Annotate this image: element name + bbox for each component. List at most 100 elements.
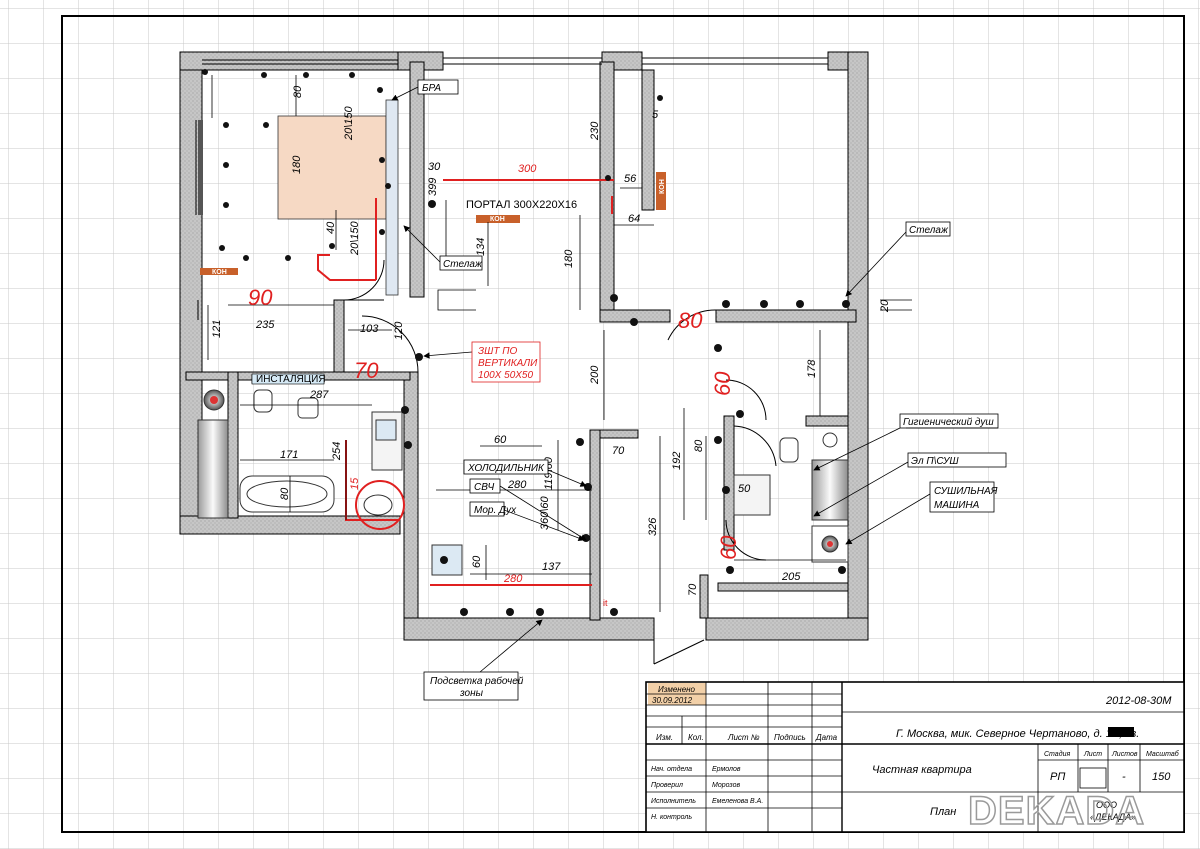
dim-text: 192 bbox=[671, 452, 683, 470]
toilet-right bbox=[779, 437, 799, 463]
tb-changed-date: 30.09.2012 bbox=[652, 696, 693, 705]
door-swings bbox=[197, 259, 777, 665]
dim-text: 178 bbox=[806, 359, 818, 378]
callout-instal: ИНСТАЛЯЦИЯ bbox=[256, 374, 326, 385]
dim-text: 230 bbox=[589, 121, 601, 141]
dim-text: 20 bbox=[879, 299, 891, 313]
dim-text: 137 bbox=[542, 561, 561, 573]
dim-text: 15 bbox=[349, 477, 361, 490]
dim-text: 200 bbox=[589, 365, 601, 385]
callout-portal: ПОРТАЛ 300X220X16 bbox=[466, 199, 577, 211]
callout-shtr-1: ЗШТ ПО bbox=[478, 346, 517, 357]
bathtub bbox=[239, 475, 335, 513]
dim-text: 287 bbox=[309, 389, 329, 401]
tb-h-izm: Изм. bbox=[656, 733, 673, 742]
dim-text: 70 bbox=[687, 583, 699, 596]
shtr-callout-box bbox=[471, 341, 541, 383]
dim-text: 80 bbox=[279, 487, 291, 500]
callout-elpsush: Эл П\СУШ bbox=[911, 456, 959, 467]
tb-name-1: Ермолов bbox=[712, 766, 741, 773]
kon-tag: КОН bbox=[212, 269, 227, 276]
dim-text: 205 bbox=[781, 571, 801, 583]
dim-text: 20\150 bbox=[343, 105, 355, 141]
callout-hyg: Гигиенический душ bbox=[903, 417, 994, 428]
tb-h-listov: Листов bbox=[1111, 751, 1138, 758]
leader-lines bbox=[391, 86, 931, 673]
dim-text: 180 bbox=[291, 155, 303, 174]
callout-podsvet-2: зоны bbox=[459, 688, 484, 699]
dim-text: 121 bbox=[211, 320, 223, 338]
dim-text: 80 bbox=[693, 439, 705, 452]
callout-mor: Мор. Дух bbox=[474, 505, 517, 516]
living-radiator-kon bbox=[476, 215, 520, 223]
tb-role-2: Проверил bbox=[651, 782, 683, 789]
dim-text: 399 bbox=[427, 178, 439, 196]
dim-text: 64 bbox=[628, 213, 640, 225]
tb-name-3: Емеленова В.А. bbox=[712, 798, 763, 805]
install-label-box bbox=[251, 373, 325, 385]
bed bbox=[277, 115, 387, 220]
sockets bbox=[202, 69, 850, 616]
callout-shtr-2: ВЕРТИКАЛИ bbox=[478, 358, 538, 369]
dimension-lines bbox=[207, 70, 912, 618]
kon-tag: КОН bbox=[490, 216, 505, 223]
callout-bra: БРА bbox=[422, 83, 441, 94]
bedroom-radiator-kon bbox=[200, 268, 238, 275]
dim-text: 56 bbox=[624, 173, 637, 185]
dim-text: 280 bbox=[503, 573, 523, 585]
tb-company-2: «ДЕКАДА» bbox=[1090, 812, 1136, 822]
callout-fridge: ХОЛОДИЛЬНИК bbox=[467, 463, 545, 474]
dim-text: 70 bbox=[612, 445, 625, 457]
tv-panel bbox=[198, 120, 203, 215]
dim-text: 5 bbox=[652, 109, 659, 121]
tb-h-kol: Кол. bbox=[688, 733, 704, 742]
callout-sush-2: МАШИНА bbox=[934, 500, 980, 511]
tb-h-stadia: Стадия bbox=[1044, 750, 1070, 758]
dim-text: 60 bbox=[494, 434, 507, 446]
it-mark: it bbox=[603, 598, 608, 608]
kon-tag: КОН bbox=[659, 179, 666, 194]
dim-text: 254 bbox=[331, 442, 343, 461]
dim-text: 280 bbox=[507, 479, 527, 491]
dim-text: 80 bbox=[292, 85, 304, 98]
sink-1 bbox=[297, 397, 319, 419]
dim-text: 50 bbox=[738, 483, 751, 495]
dim-text: 103 bbox=[360, 323, 379, 335]
sheet-frame bbox=[61, 15, 1185, 833]
tb-h-list2: Лист bbox=[1083, 751, 1102, 758]
kitchen-sink bbox=[431, 544, 463, 576]
tb-listov: - bbox=[1122, 771, 1126, 783]
dimension-texts: 80 20\150 180 40 20\150 235 121 103 120 … bbox=[211, 85, 891, 596]
door-60b-label: 60 bbox=[716, 535, 741, 560]
callout-shtr-3: 100X 50X50 bbox=[478, 370, 533, 381]
tb-masshtab: 150 bbox=[1152, 771, 1171, 783]
callout-stelazh-1: Стелаж bbox=[443, 259, 483, 270]
tb-stadia: РП bbox=[1050, 771, 1065, 783]
boiler bbox=[197, 419, 229, 519]
door-labels: 90 70 80 60 60 bbox=[248, 285, 741, 560]
brand-watermark: DEKADA bbox=[968, 789, 1145, 833]
dim-text: 134 bbox=[475, 238, 487, 256]
door-80-label: 80 bbox=[678, 308, 703, 333]
tb-address: Г. Москва, мик. Северное Чертаново, д. 1… bbox=[896, 728, 1139, 740]
door-90-label: 90 bbox=[248, 285, 273, 310]
callout-svch: СВЧ bbox=[474, 482, 495, 493]
dim-text: 40 bbox=[325, 221, 337, 234]
shelf-wardrobe bbox=[385, 99, 399, 296]
tb-project: Частная квартира bbox=[872, 764, 972, 776]
dim-text: 300 bbox=[518, 163, 537, 175]
tb-role-4: Н. контроль bbox=[651, 814, 692, 821]
side-radiator-kon bbox=[656, 172, 666, 210]
tb-changed: Изменено bbox=[658, 685, 696, 694]
tb-role-1: Нач. отдела bbox=[651, 765, 692, 773]
door-60a-label: 60 bbox=[710, 371, 735, 396]
tb-role-3: Исполнитель bbox=[651, 798, 696, 805]
dim-text: 326 bbox=[647, 517, 659, 536]
callout-stelazh-2: Стелаж bbox=[909, 225, 949, 236]
tb-name-2: Морозов bbox=[712, 782, 741, 789]
dryer-dial-icon bbox=[822, 432, 838, 448]
tb-h-list: Лист № bbox=[727, 733, 760, 742]
tb-code: 2012-08-30М bbox=[1105, 695, 1172, 707]
tb-h-masshtab: Масштаб bbox=[1146, 750, 1180, 758]
